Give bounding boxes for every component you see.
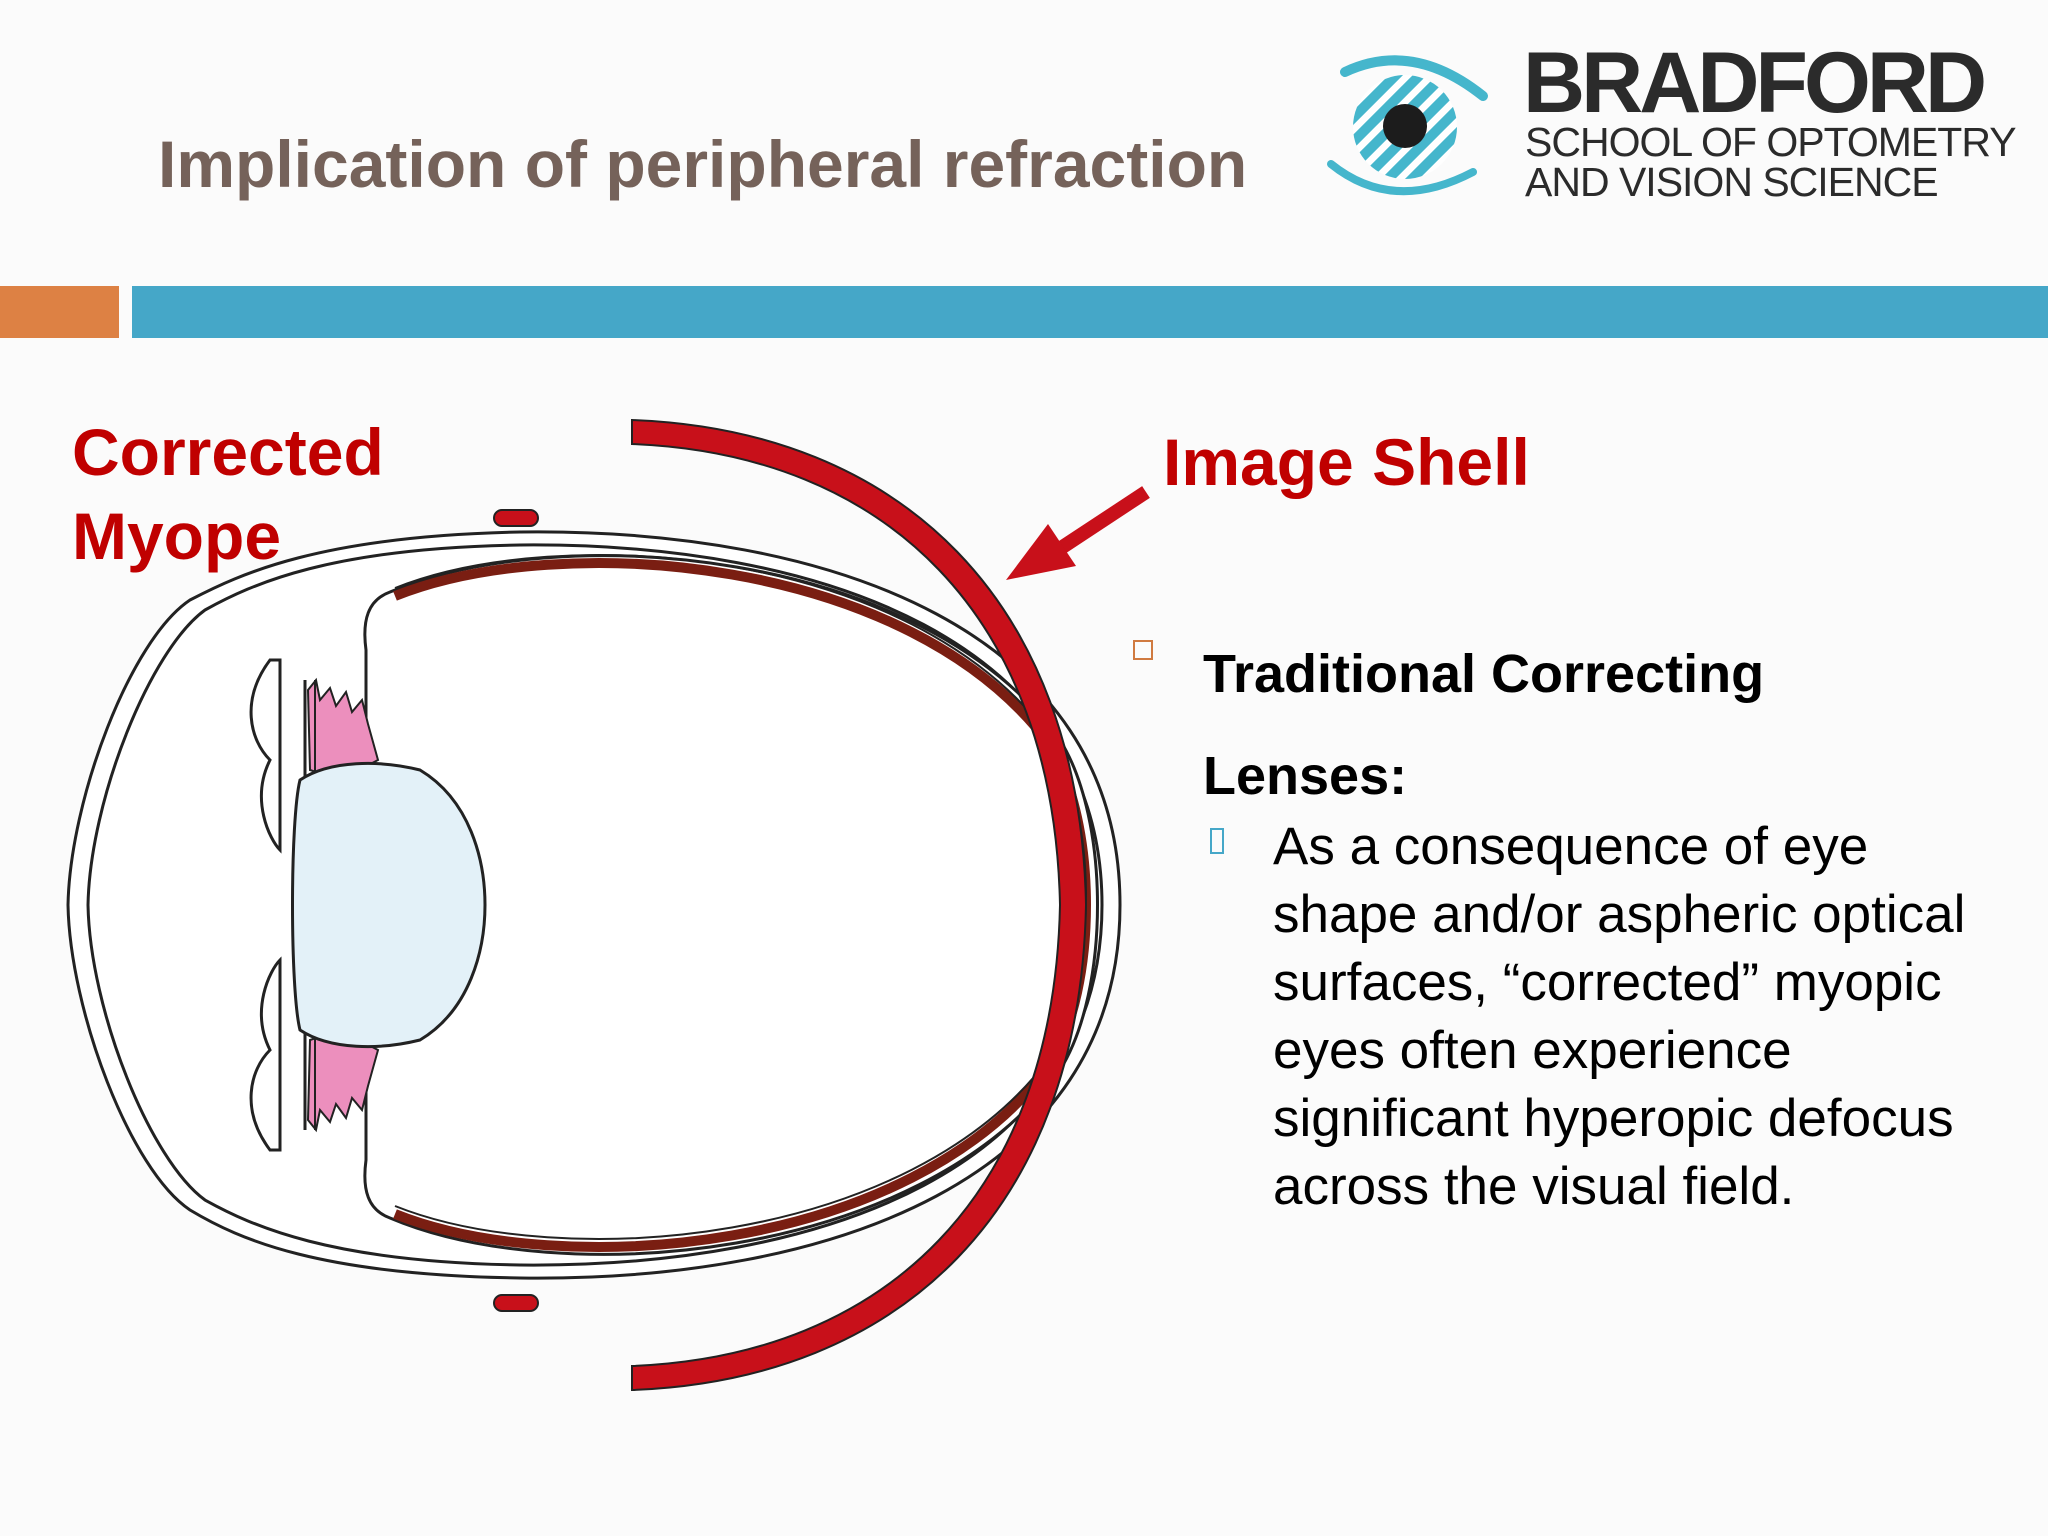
bradford-logo: BRADFORD SCHOOL OF OPTOMETRY AND VISION … xyxy=(1315,35,2017,218)
slide-title: Implication of peripheral refraction xyxy=(158,127,1248,201)
sub-bullet-icon xyxy=(1210,828,1224,854)
label-corrected-myope-text: Corrected Myope xyxy=(72,415,384,573)
label-image-shell: Image Shell xyxy=(1163,425,1530,499)
image-shell-arc-icon xyxy=(631,418,1088,1392)
eye-diagram xyxy=(66,418,1150,1392)
accent-bar-orange xyxy=(0,286,119,338)
logo-name: BRADFORD xyxy=(1523,35,1987,131)
bullet-traditional-lenses: Traditional Correcting Lenses: xyxy=(1203,644,1765,806)
eye-cross-section-icon xyxy=(66,509,1122,1312)
arrow-icon xyxy=(1006,486,1150,580)
accent-bar-blue xyxy=(132,286,2048,338)
logo-subtitle-line1: SCHOOL OF OPTOMETRY xyxy=(1525,119,2017,165)
bullet-consequence-text: As a consequence of eye shape and/or asp… xyxy=(1273,817,1966,1216)
bullet-square-icon xyxy=(1133,640,1153,660)
logo-subtitle-line2: AND VISION SCIENCE xyxy=(1525,159,1939,205)
eye-logo-icon xyxy=(1327,55,1488,196)
label-corrected-myope: Corrected Myope xyxy=(72,410,402,578)
